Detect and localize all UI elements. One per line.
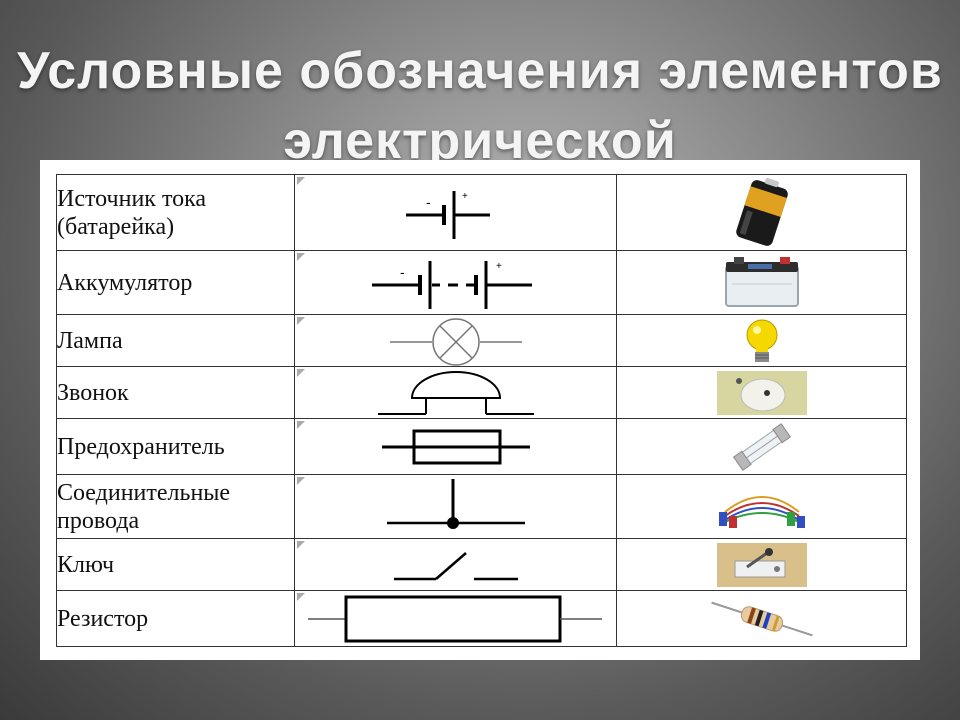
row-name-lamp: Лампа — [56, 314, 295, 367]
fuse-icon — [732, 422, 791, 471]
row-name-line: Аккумулятор — [57, 269, 193, 296]
table-row: Источник тока (батарейка) - + — [56, 174, 907, 251]
table-row: Ключ — [56, 538, 907, 591]
symbol-wires — [294, 474, 617, 539]
picture-wires — [616, 474, 907, 539]
picture-switch — [616, 538, 907, 591]
row-name-fuse: Предохранитель — [56, 418, 295, 475]
row-name-line: Ключ — [57, 551, 115, 578]
symbol-battery: - + — [294, 174, 617, 251]
picture-battery — [616, 174, 907, 251]
battery-icon — [735, 177, 788, 246]
minus-mark: - — [426, 194, 431, 210]
fuse-symbol-icon — [381, 429, 530, 464]
row-name-wires: Соединительные провода — [56, 474, 295, 539]
car-battery-icon — [724, 256, 799, 307]
picture-bell — [616, 366, 907, 419]
wires-icon — [718, 495, 805, 528]
symbol-accumulator: - + — [294, 250, 617, 315]
table-row: Соединительные провода — [56, 474, 907, 539]
bell-icon — [716, 370, 807, 415]
table-row: Аккумулятор - + — [56, 250, 907, 315]
row-name-line: Источник тока — [57, 185, 207, 212]
table-row: Звонок — [56, 366, 907, 419]
lamp-symbol-icon — [389, 317, 522, 366]
row-name-accumulator: Аккумулятор — [56, 250, 295, 315]
slide-title: Условные обозначения элементов электриче… — [17, 42, 943, 160]
row-name-line: Резистор — [57, 605, 149, 632]
symbol-bell — [294, 366, 617, 419]
row-name-line: Звонок — [57, 379, 129, 406]
row-name-switch: Ключ — [56, 538, 295, 591]
row-name-line: провода — [57, 507, 140, 534]
symbol-fuse — [294, 418, 617, 475]
table-row: Резистор — [56, 590, 907, 647]
minus-mark: - — [400, 264, 405, 280]
switch-icon — [716, 542, 807, 587]
row-name-battery: Источник тока (батарейка) — [56, 174, 295, 251]
picture-fuse — [616, 418, 907, 475]
battery-symbol-icon: - + — [405, 190, 490, 239]
switch-symbol-icon — [393, 551, 518, 580]
picture-resistor — [616, 590, 907, 647]
symbol-switch — [294, 538, 617, 591]
resistor-icon — [710, 601, 813, 636]
resistor-symbol-icon — [307, 595, 602, 642]
symbol-resistor — [294, 590, 617, 647]
bell-symbol-icon — [377, 370, 534, 415]
symbols-table: Источник тока (батарейка) - + — [56, 174, 907, 647]
light-bulb-icon — [746, 319, 777, 362]
row-name-resistor: Резистор — [56, 590, 295, 647]
symbols-panel: Источник тока (батарейка) - + — [40, 160, 920, 660]
row-name-line: Лампа — [57, 327, 123, 354]
accumulator-symbol-icon: - + — [371, 260, 532, 309]
row-name-line: (батарейка) — [57, 213, 175, 240]
table-row: Предохранитель — [56, 418, 907, 475]
row-name-line: Соединительные — [57, 479, 231, 506]
wires-symbol-icon — [386, 478, 525, 529]
row-name-line: Предохранитель — [57, 433, 225, 460]
row-name-bell: Звонок — [56, 366, 295, 419]
picture-lamp — [616, 314, 907, 367]
table-row: Лампа — [56, 314, 907, 367]
plus-mark: + — [496, 261, 502, 272]
picture-accumulator — [616, 250, 907, 315]
plus-mark: + — [462, 191, 468, 202]
symbol-lamp — [294, 314, 617, 367]
